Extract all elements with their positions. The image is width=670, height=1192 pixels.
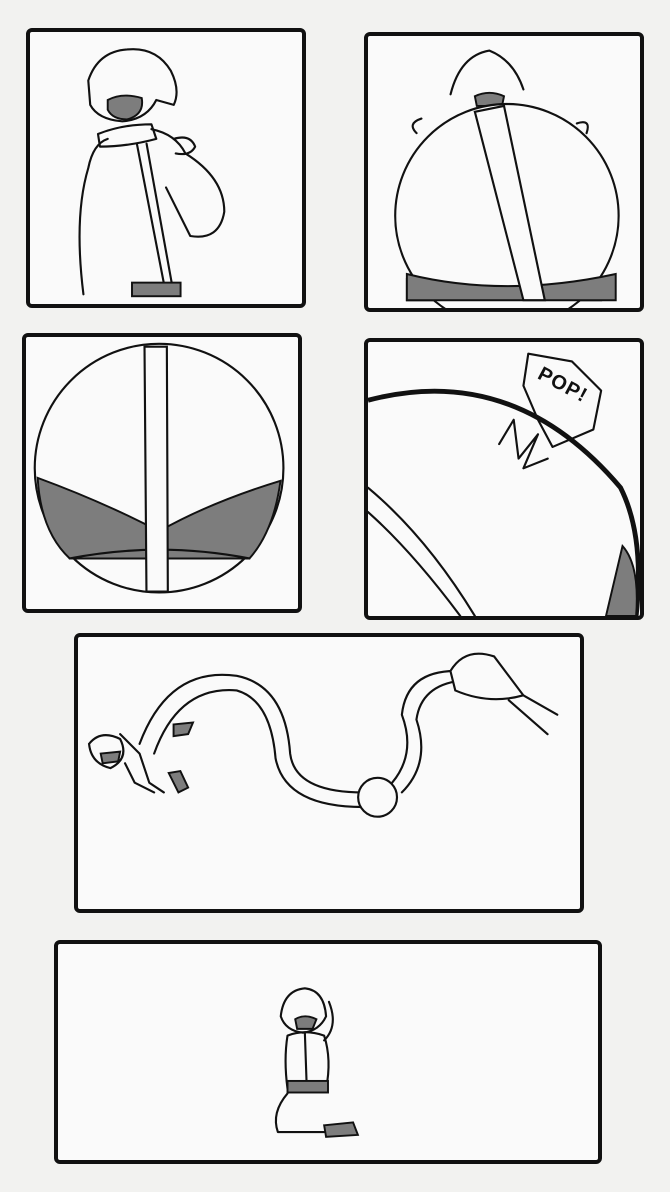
sitting-character-illustration — [274, 987, 360, 1138]
comic-panel-4: POP! — [364, 338, 644, 620]
comic-panel-6 — [54, 940, 602, 1164]
round-body-closeup-illustration — [33, 342, 285, 594]
comic-panel-3 — [22, 333, 302, 613]
comic-panel-5 — [74, 633, 584, 913]
character-jacket-illustration — [78, 48, 226, 298]
popping-surface-illustration — [368, 352, 640, 616]
comic-panel-1 — [26, 28, 306, 308]
inflated-character-illustration — [394, 49, 620, 308]
flying-character-illustration — [87, 652, 559, 818]
comic-panel-2 — [364, 32, 644, 312]
